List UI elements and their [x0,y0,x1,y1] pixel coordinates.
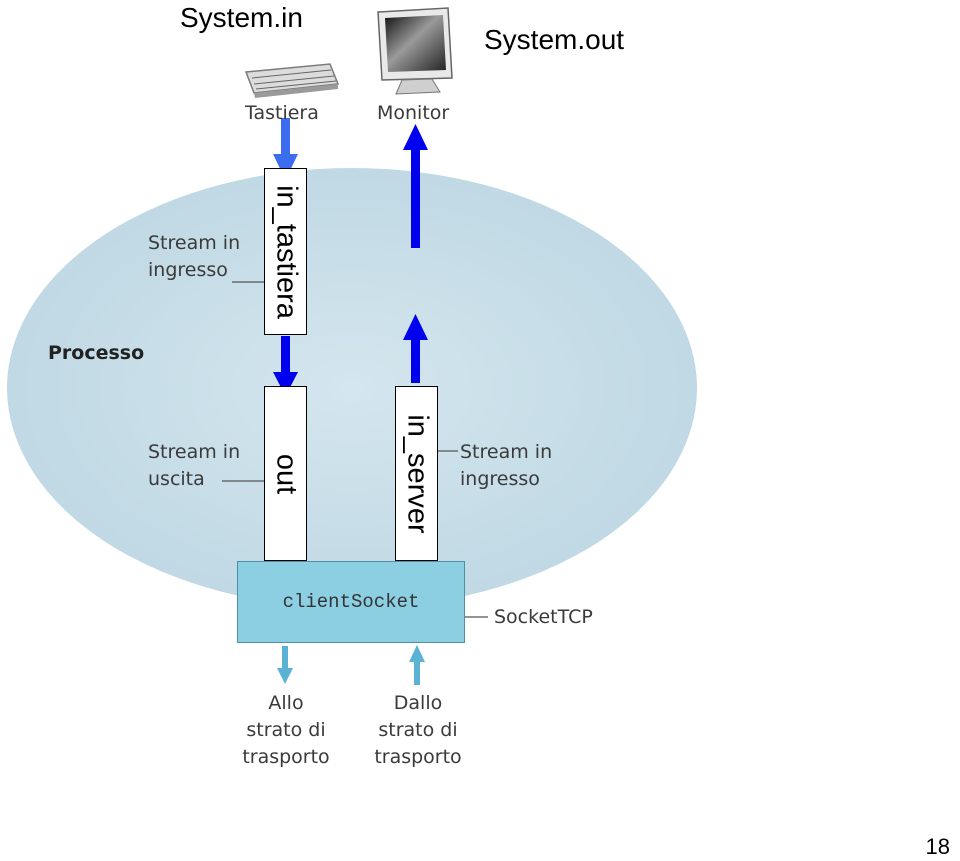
client-socket-box: clientSocket [237,561,465,643]
output-stream-annotation: Stream in uscita [148,441,241,490]
arrow-in-server-up [403,314,428,383]
to-transport-label: Allo strato di trasporto [242,692,330,768]
arrow-up-to-monitor [403,124,428,248]
in-tastiera-label: in_tastiera [270,184,302,319]
arrow-from-transport [409,645,425,685]
from-transport-label: Dallo strato di trasporto [374,692,462,768]
arrow-to-transport [277,646,293,684]
arrow-keyboard-down [273,118,298,180]
monitor-label: Monitor [377,102,450,124]
out-stream: out [264,386,307,561]
arrow-tastiera-to-out [273,336,298,396]
out-label: out [270,453,302,494]
system-out-label: System.out [484,24,625,55]
keyboard-icon [244,63,340,98]
input-stream-annotation: Stream in ingresso [148,232,241,281]
monitor-icon [377,7,453,95]
in-tastiera-stream: in_tastiera [264,168,307,335]
input-stream-right-annotation: Stream in ingresso [460,441,553,490]
page-number: 18 [925,834,950,859]
process-ellipse [7,168,697,608]
client-socket-label: clientSocket [282,591,420,613]
in-server-label: in_server [401,413,433,534]
socket-type-label: SocketTCP [494,606,593,628]
keyboard-label: Tastiera [245,102,319,124]
system-in-label: System.in [180,2,303,33]
process-label: Processo [48,342,145,364]
in-server-stream: in_server [395,386,438,561]
